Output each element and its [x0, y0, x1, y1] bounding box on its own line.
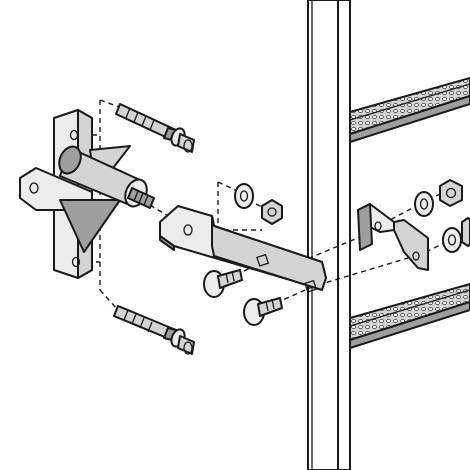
- carriage-bolt-left: [203, 269, 243, 298]
- washer-plate: [234, 183, 254, 209]
- ladder-rail-front: [307, 0, 339, 470]
- wall-bracket: [19, 109, 155, 279]
- carriage-bolt-right: [243, 297, 283, 326]
- anchor-bolt-upper: [115, 103, 195, 153]
- hex-nut-rail-lower: [461, 217, 470, 247]
- perforated-rung-upper: [349, 77, 470, 143]
- connecting-plate: [159, 205, 327, 293]
- hex-nut-plate: [261, 199, 283, 225]
- rail-clip: [357, 203, 429, 271]
- ladder-rail-back: [337, 0, 351, 470]
- washer-rail-lower: [442, 227, 462, 253]
- washer-rail-upper: [414, 191, 434, 217]
- anchor-bolt-lower: [113, 305, 195, 355]
- perforated-rung-lower: [349, 283, 470, 349]
- hex-nut-rail-upper: [439, 179, 463, 207]
